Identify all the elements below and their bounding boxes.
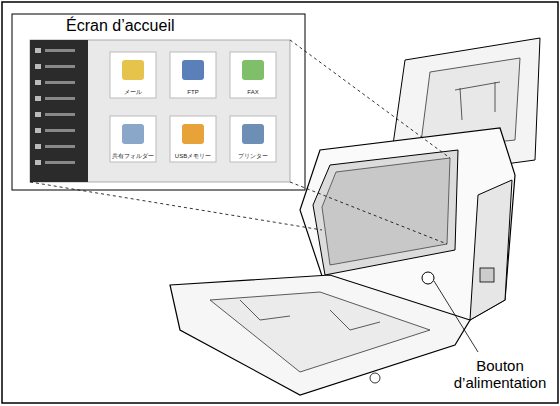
icon-label: FTP (170, 89, 216, 96)
tray-guide (455, 82, 500, 120)
icon-label: FAX (230, 89, 276, 96)
inset-box (12, 14, 305, 190)
scanner-side (470, 180, 512, 320)
callout-line (30, 40, 450, 244)
output-tray (170, 275, 470, 395)
touch-panel-frame (313, 150, 458, 275)
menu-items (35, 48, 75, 165)
port (480, 268, 494, 282)
touch-screen (322, 158, 450, 265)
home-screen (30, 40, 290, 182)
callout-label: Bouton d’alimentation (446, 358, 554, 391)
leader-line (434, 281, 478, 352)
tray-guide (240, 300, 380, 330)
icon-label: メール (110, 89, 156, 96)
icon-label: USBメモリー (170, 153, 216, 160)
icon-label: 共有フォルダー (110, 153, 156, 160)
power-button (422, 272, 434, 284)
icon-label: プリンター (230, 153, 276, 160)
icon-tiles (110, 52, 276, 162)
callout-label: Écran d’accueil (66, 17, 175, 35)
output-tray-inner (210, 292, 430, 372)
side-menu (30, 40, 88, 182)
tray-knob (370, 373, 380, 383)
